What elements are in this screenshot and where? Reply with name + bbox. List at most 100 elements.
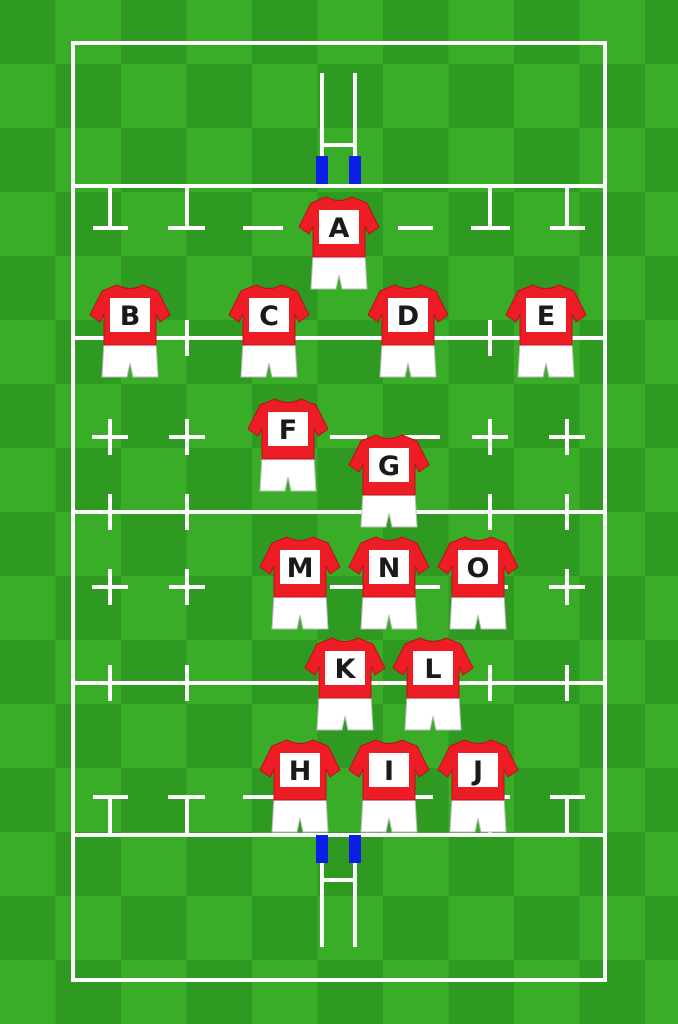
- pitch-stripe: [579, 192, 646, 257]
- pitch-stripe: [186, 832, 253, 897]
- jersey-shorts: [360, 796, 418, 833]
- player-jersey-d: D: [367, 284, 449, 378]
- pitch-stripe: [252, 0, 319, 65]
- pitch-stripe: [645, 128, 678, 193]
- pitch-stripe: [252, 896, 319, 961]
- player-jersey-g: G: [348, 434, 430, 528]
- pitch-stripe: [383, 0, 450, 65]
- pitch-stripe: [55, 0, 122, 65]
- pitch-stripe: [121, 640, 188, 705]
- jersey-label: M: [287, 553, 314, 584]
- jersey-label-box: [280, 550, 320, 584]
- pitch-stripe: [383, 960, 450, 1024]
- pitch-stripe: [0, 960, 57, 1024]
- player-jersey-e: E: [505, 284, 587, 378]
- pitch-stripe: [186, 128, 253, 193]
- player-jersey-k: K: [304, 637, 386, 731]
- pitch-stripe: [0, 896, 57, 961]
- player-jersey-j: J: [437, 739, 519, 833]
- pitch-stripe: [252, 64, 319, 129]
- pitch-stripe: [121, 896, 188, 961]
- jersey-label-box: [458, 550, 498, 584]
- pitch-stripe: [514, 704, 581, 769]
- post-padding: [349, 156, 361, 184]
- pitch-stripe: [55, 832, 122, 897]
- pitch-stripe: [121, 64, 188, 129]
- pitch-stripe: [0, 128, 57, 193]
- pitch-stripe: [317, 960, 384, 1024]
- pitch-stripe: [0, 512, 57, 577]
- pitch-stripe: [55, 960, 122, 1024]
- pitch-stripe: [579, 768, 646, 833]
- pitch-stripe: [514, 64, 581, 129]
- jersey-shorts: [449, 593, 507, 630]
- pitch-stripe: [0, 640, 57, 705]
- pitch-stripe: [645, 0, 678, 65]
- pitch-stripe: [252, 640, 319, 705]
- pitch-stripe: [448, 448, 515, 513]
- pitch-stripe: [448, 192, 515, 257]
- pitch-stripe: [252, 128, 319, 193]
- pitch-stripe: [579, 512, 646, 577]
- jersey-shorts: [404, 694, 462, 731]
- post-padding: [316, 156, 328, 184]
- pitch-stripe: [579, 832, 646, 897]
- pitch-stripe: [645, 448, 678, 513]
- pitch-stripe: [186, 192, 253, 257]
- pitch-stripe: [186, 64, 253, 129]
- jersey-shorts: [101, 341, 159, 378]
- pitch-stripe: [317, 64, 384, 129]
- pitch-stripe: [448, 896, 515, 961]
- jersey-shorts: [360, 491, 418, 528]
- pitch-stripe: [383, 64, 450, 129]
- pitch-stripe: [55, 768, 122, 833]
- pitch-stripe: [514, 896, 581, 961]
- pitch-stripe: [645, 64, 678, 129]
- pitch-stripe: [121, 448, 188, 513]
- pitch-stripe: [645, 384, 678, 449]
- pitch-stripe: [0, 768, 57, 833]
- player-jersey-i: I: [348, 739, 430, 833]
- jersey-label-box: [325, 651, 365, 685]
- player-jersey-l: L: [392, 637, 474, 731]
- jersey-label: O: [467, 553, 490, 584]
- pitch-stripe: [0, 704, 57, 769]
- jersey-label: I: [384, 756, 394, 787]
- pitch-stripe: [186, 768, 253, 833]
- pitch-stripe: [0, 192, 57, 257]
- pitch-stripe: [514, 768, 581, 833]
- player-jersey-f: F: [247, 398, 329, 492]
- pitch-stripe: [645, 320, 678, 385]
- jersey-label: B: [120, 301, 141, 332]
- player-jersey-a: A: [298, 196, 380, 290]
- pitch-stripe: [514, 384, 581, 449]
- jersey-label-box: [526, 298, 566, 332]
- pitch-stripe: [514, 128, 581, 193]
- pitch-stripe: [0, 0, 57, 65]
- pitch-stripe: [252, 832, 319, 897]
- jersey-label: F: [279, 415, 297, 446]
- jersey-label-box: [388, 298, 428, 332]
- pitch-stripe: [645, 640, 678, 705]
- jersey-label: K: [335, 654, 357, 685]
- pitch-stripe: [645, 768, 678, 833]
- jersey-label-box: [369, 550, 409, 584]
- jersey-label: H: [289, 756, 312, 787]
- jersey-label-box: [110, 298, 150, 332]
- jersey-shorts: [240, 341, 298, 378]
- jersey-label: J: [471, 756, 483, 787]
- pitch-stripe: [121, 192, 188, 257]
- pitch-stripe: [186, 0, 253, 65]
- pitch-stripe: [121, 960, 188, 1024]
- pitch-stripe: [55, 704, 122, 769]
- jersey-label: A: [329, 213, 350, 244]
- pitch-stripe: [186, 704, 253, 769]
- jersey-label-box: [369, 753, 409, 787]
- pitch-stripe: [448, 384, 515, 449]
- pitch-stripe: [55, 192, 122, 257]
- pitch-stripe: [448, 832, 515, 897]
- pitch-stripe: [55, 448, 122, 513]
- pitch-stripe: [55, 64, 122, 129]
- goal-posts-bottom: [316, 835, 361, 947]
